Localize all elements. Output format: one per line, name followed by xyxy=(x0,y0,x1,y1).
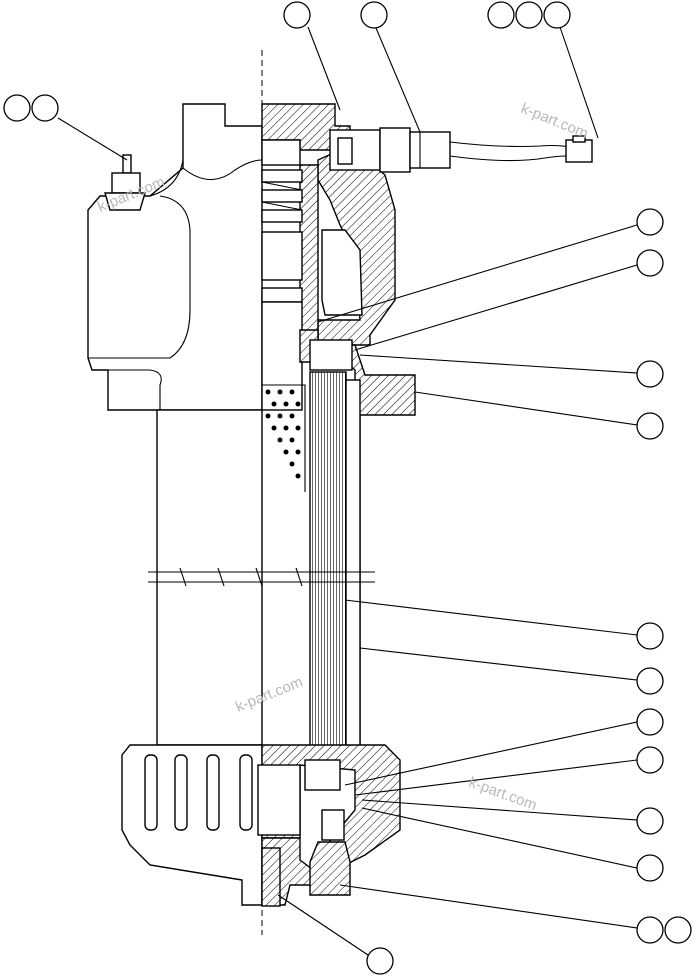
vent-plug xyxy=(104,154,146,211)
callout-bubble xyxy=(515,1,543,29)
pressure-switch xyxy=(329,127,593,173)
callout-bubble xyxy=(636,249,664,277)
callout-bubble xyxy=(664,916,692,944)
callout-bubble xyxy=(31,94,59,122)
callout-bubble xyxy=(636,708,664,736)
callout-bubble xyxy=(543,1,571,29)
callout-bubble xyxy=(636,854,664,882)
filter-element xyxy=(309,371,347,758)
bottom-cap xyxy=(121,744,401,907)
filter-head-exterior xyxy=(87,103,263,411)
callout-bubble xyxy=(487,1,515,29)
leader-lines xyxy=(57,26,638,956)
drain-plug xyxy=(309,841,351,896)
callout-bubble xyxy=(636,807,664,835)
callout-bubble xyxy=(636,622,664,650)
callout-bubble xyxy=(636,412,664,440)
callout-bubble xyxy=(283,1,311,29)
callout-bubble xyxy=(636,916,664,944)
callouts xyxy=(3,1,692,975)
callout-bubble xyxy=(366,947,394,975)
watermark: k-part.com xyxy=(519,100,591,142)
callout-bubble xyxy=(3,94,31,122)
callout-bubble xyxy=(360,1,388,29)
callout-bubble xyxy=(636,360,664,388)
callout-bubble xyxy=(636,746,664,774)
callout-bubble xyxy=(636,208,664,236)
callout-bubble xyxy=(636,667,664,695)
spring xyxy=(261,169,303,223)
filter-bowl xyxy=(148,329,416,761)
perforated-core xyxy=(265,389,301,479)
